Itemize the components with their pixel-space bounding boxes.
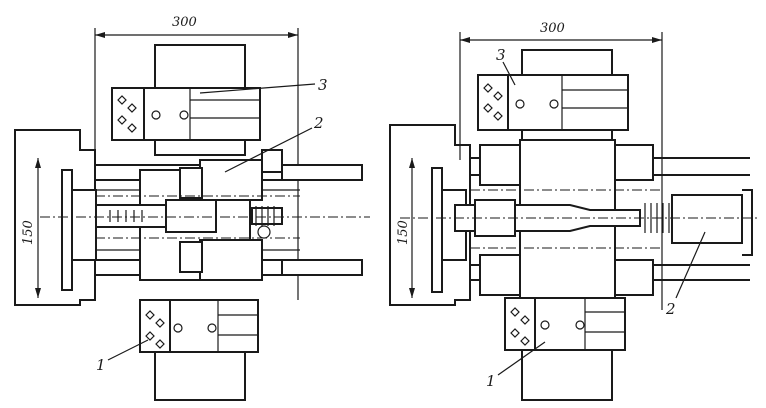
left-view: 300 150 xyxy=(14,15,370,401)
left-label-2: 2 xyxy=(313,114,324,132)
right-label-1: 1 xyxy=(486,372,496,390)
left-dim-width: 300 xyxy=(172,15,197,30)
right-dim-width: 300 xyxy=(540,21,565,36)
left-label-3: 3 xyxy=(318,76,328,94)
right-dim-height: 150 xyxy=(396,220,411,245)
right-label-2: 2 xyxy=(665,300,676,318)
right-label-3: 3 xyxy=(496,46,506,64)
left-dim-height: 150 xyxy=(21,220,36,245)
left-label-1: 1 xyxy=(96,356,106,374)
right-view: 300 150 xyxy=(389,21,760,401)
